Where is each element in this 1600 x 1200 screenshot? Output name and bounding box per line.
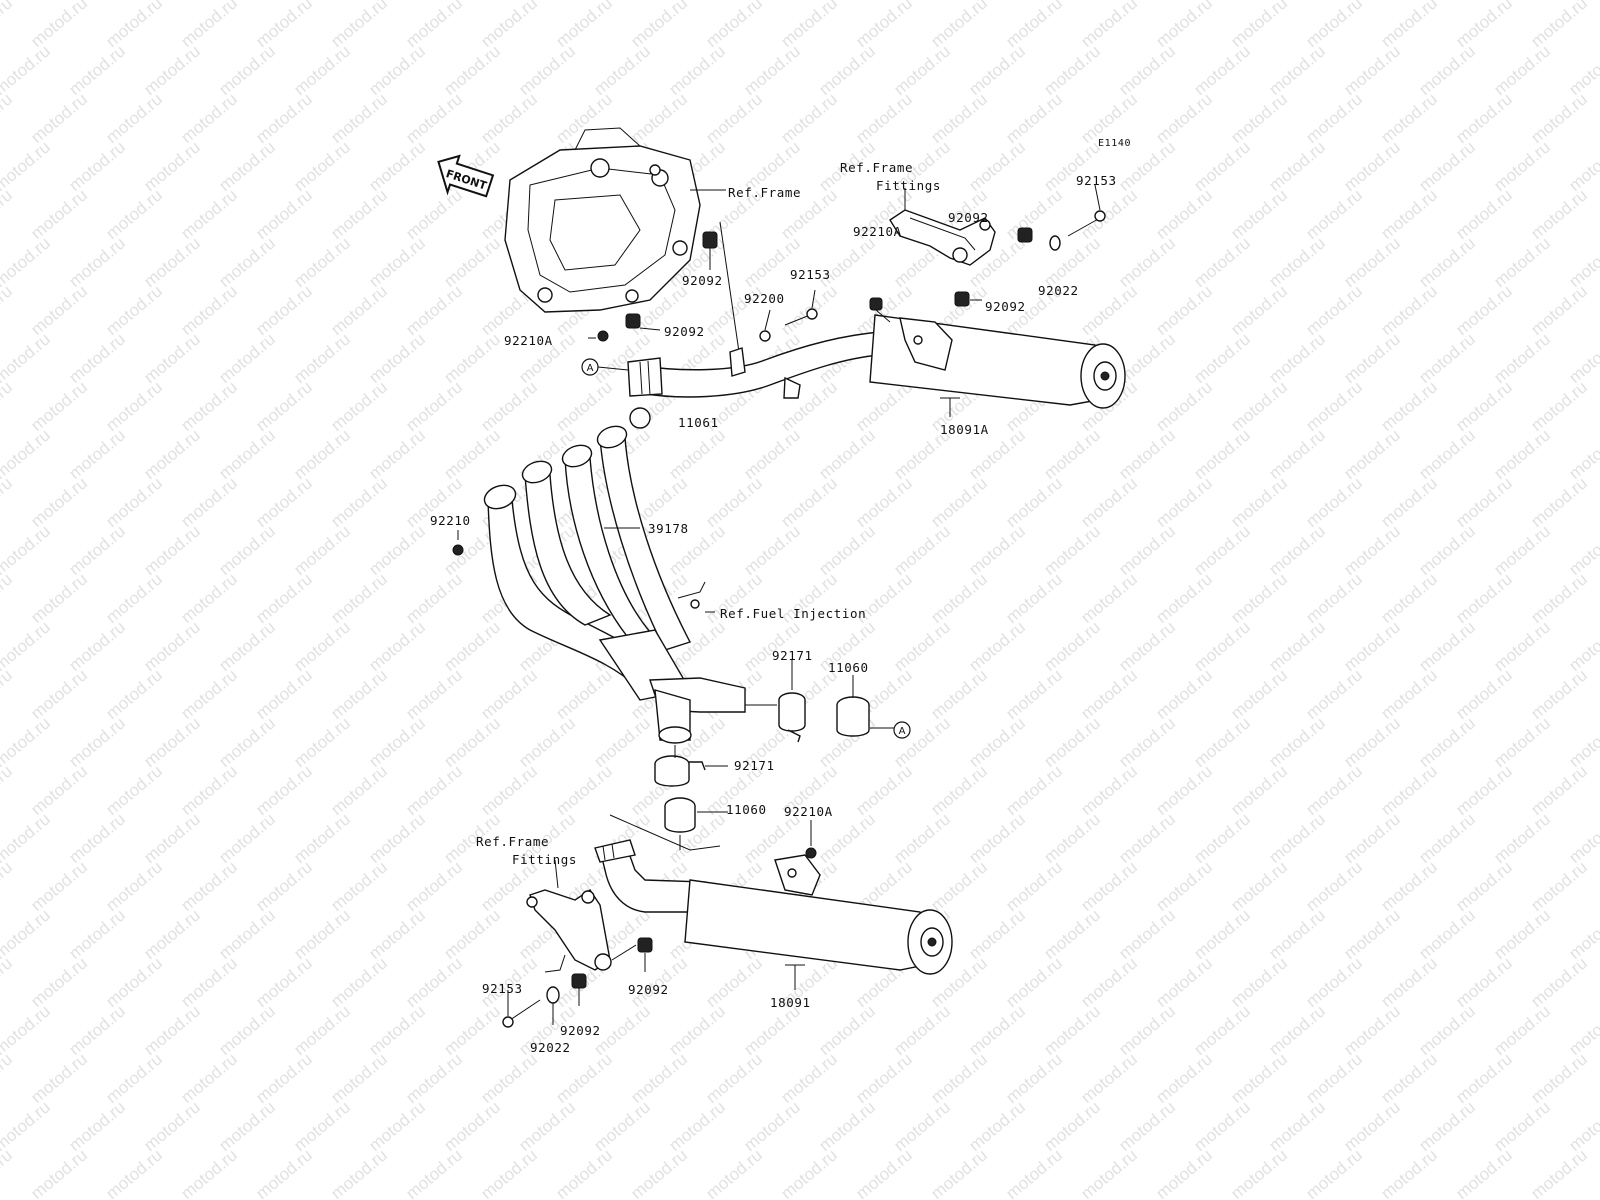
label-ref-frame-fittings-bottom-1: Ref.Frame (476, 834, 549, 849)
label-ref-frame-fittings-top-1: Ref.Frame (840, 160, 913, 175)
label-92210: 92210 (430, 513, 471, 528)
label-ref-frame-fittings-top-2: Fittings (876, 178, 941, 193)
label-92092-frame-mid: 92092 (682, 273, 723, 288)
nut-92210 (452, 544, 464, 556)
label-92153-top: 92153 (1076, 173, 1117, 188)
nut-92210A-bottom (805, 847, 817, 859)
label-92092-left: 92092 (664, 324, 705, 339)
label-92092-frame-top: 92092 (948, 210, 989, 225)
figure-code: E1140 (1098, 138, 1131, 149)
bushing-92092-frame-top (702, 231, 718, 249)
label-92210A-bottom: 92210A (784, 804, 833, 819)
label-92092-right-top: 92092 (985, 299, 1026, 314)
frame-fitting-top-right (889, 184, 1106, 307)
label-92153-bottom: 92153 (482, 981, 523, 996)
bushing-92092-right (954, 291, 970, 307)
label-92092-bottom-center: 92092 (628, 982, 669, 997)
label-92210A-top: 92210A (853, 224, 902, 239)
reference-marker-a-bottom: A (899, 726, 906, 737)
label-11060-top: 11060 (828, 660, 869, 675)
right-muffler-assembly (627, 297, 1126, 417)
label-92200: 92200 (744, 291, 785, 306)
bushing-92092-frame-left (625, 313, 641, 329)
label-ref-frame-top: Ref.Frame (728, 185, 801, 200)
frame-fitting-bottom-left (502, 859, 653, 1028)
label-92092-bottom-left: 92092 (560, 1023, 601, 1038)
front-arrow-icon: FRONT (437, 154, 495, 198)
label-92153-mid: 92153 (790, 267, 831, 282)
label-ref-fuel-injection: Ref.Fuel Injection (720, 606, 866, 621)
label-11060-mid: 11060 (726, 802, 767, 817)
exhaust-header-assembly (452, 407, 746, 744)
nut-92210A-left (597, 330, 609, 342)
label-92210A-left: 92210A (504, 333, 553, 348)
gasket-11061 (629, 407, 651, 429)
washer-92022-bottom (546, 986, 560, 1004)
label-18091: 18091 (770, 995, 811, 1010)
bushing-92092-bottom-center (637, 937, 653, 953)
clamps-collars: A (609, 660, 911, 851)
label-92022-top: 92022 (1038, 283, 1079, 298)
bolt-washer-mid (759, 289, 818, 342)
washer-92022-top (1049, 235, 1061, 251)
label-39178: 39178 (648, 521, 689, 536)
reference-marker-a-top: A (587, 363, 594, 374)
label-11061: 11061 (678, 415, 719, 430)
label-92171-mid: 92171 (734, 758, 775, 773)
engine-frame-section (504, 127, 741, 361)
label-18091A: 18091A (940, 422, 989, 437)
bushing-92092-bottom-left (571, 973, 587, 989)
bushing-92092-top-right (1017, 227, 1033, 243)
nut-92210A-top (869, 297, 883, 311)
label-92022-bottom: 92022 (530, 1040, 571, 1055)
label-92171-top: 92171 (772, 648, 813, 663)
label-ref-frame-fittings-bottom-2: Fittings (512, 852, 577, 867)
left-muffler-assembly (594, 820, 953, 990)
